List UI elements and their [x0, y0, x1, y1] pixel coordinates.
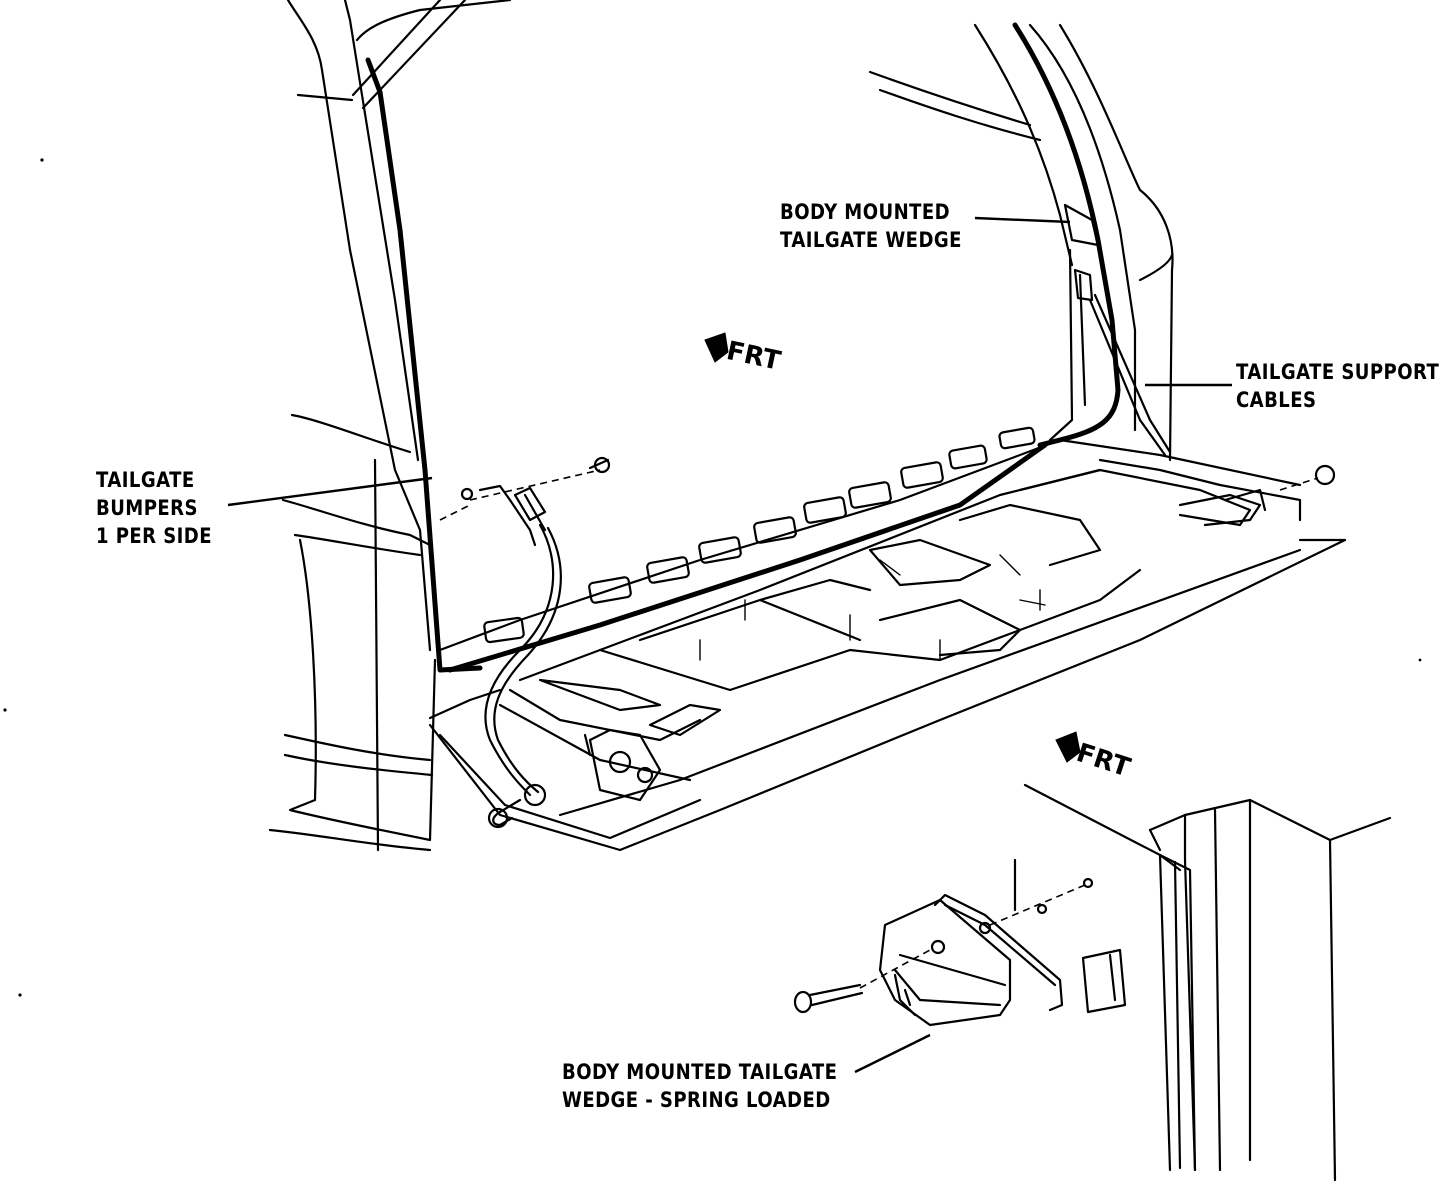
callout-line: TAILGATE WEDGE	[780, 228, 962, 252]
tailgate-slots	[483, 426, 1036, 644]
callout-line: CABLES	[1236, 388, 1317, 412]
front-arrow-icon	[704, 332, 729, 363]
tailgate-latch	[583, 728, 662, 802]
tailgate	[428, 426, 1347, 852]
detail-inset	[793, 783, 1392, 1182]
callout-line: BUMPERS	[96, 496, 198, 520]
left-body-pillar	[268, 0, 512, 852]
callout-line: WEDGE - SPRING LOADED	[562, 1088, 831, 1112]
callout-line: TAILGATE	[96, 468, 195, 492]
callout-line: BODY MOUNTED TAILGATE	[562, 1060, 838, 1084]
left-support-cable	[439, 456, 611, 829]
front-arrow-icon	[1055, 731, 1081, 763]
leader-body-wedge	[974, 216, 1071, 224]
right-bolt	[1279, 464, 1336, 491]
callout-tailgate-support-cables: TAILGATE SUPPORT CABLES	[1236, 358, 1439, 414]
leader-bumpers	[227, 476, 433, 507]
right-body-pillar	[868, 22, 1174, 462]
callout-body-mounted-wedge: BODY MOUNTED TAILGATE WEDGE	[780, 198, 962, 254]
right-support-cable	[1088, 298, 1167, 457]
leader-spring-wedge	[854, 1033, 931, 1074]
callout-spring-loaded-wedge: BODY MOUNTED TAILGATE WEDGE - SPRING LOA…	[562, 1058, 837, 1114]
callout-line: TAILGATE SUPPORT	[1236, 360, 1440, 384]
callout-tailgate-bumpers: TAILGATE BUMPERS 1 PER SIDE	[96, 466, 212, 550]
callout-line: BODY MOUNTED	[780, 200, 951, 224]
callout-line: 1 PER SIDE	[96, 524, 212, 548]
